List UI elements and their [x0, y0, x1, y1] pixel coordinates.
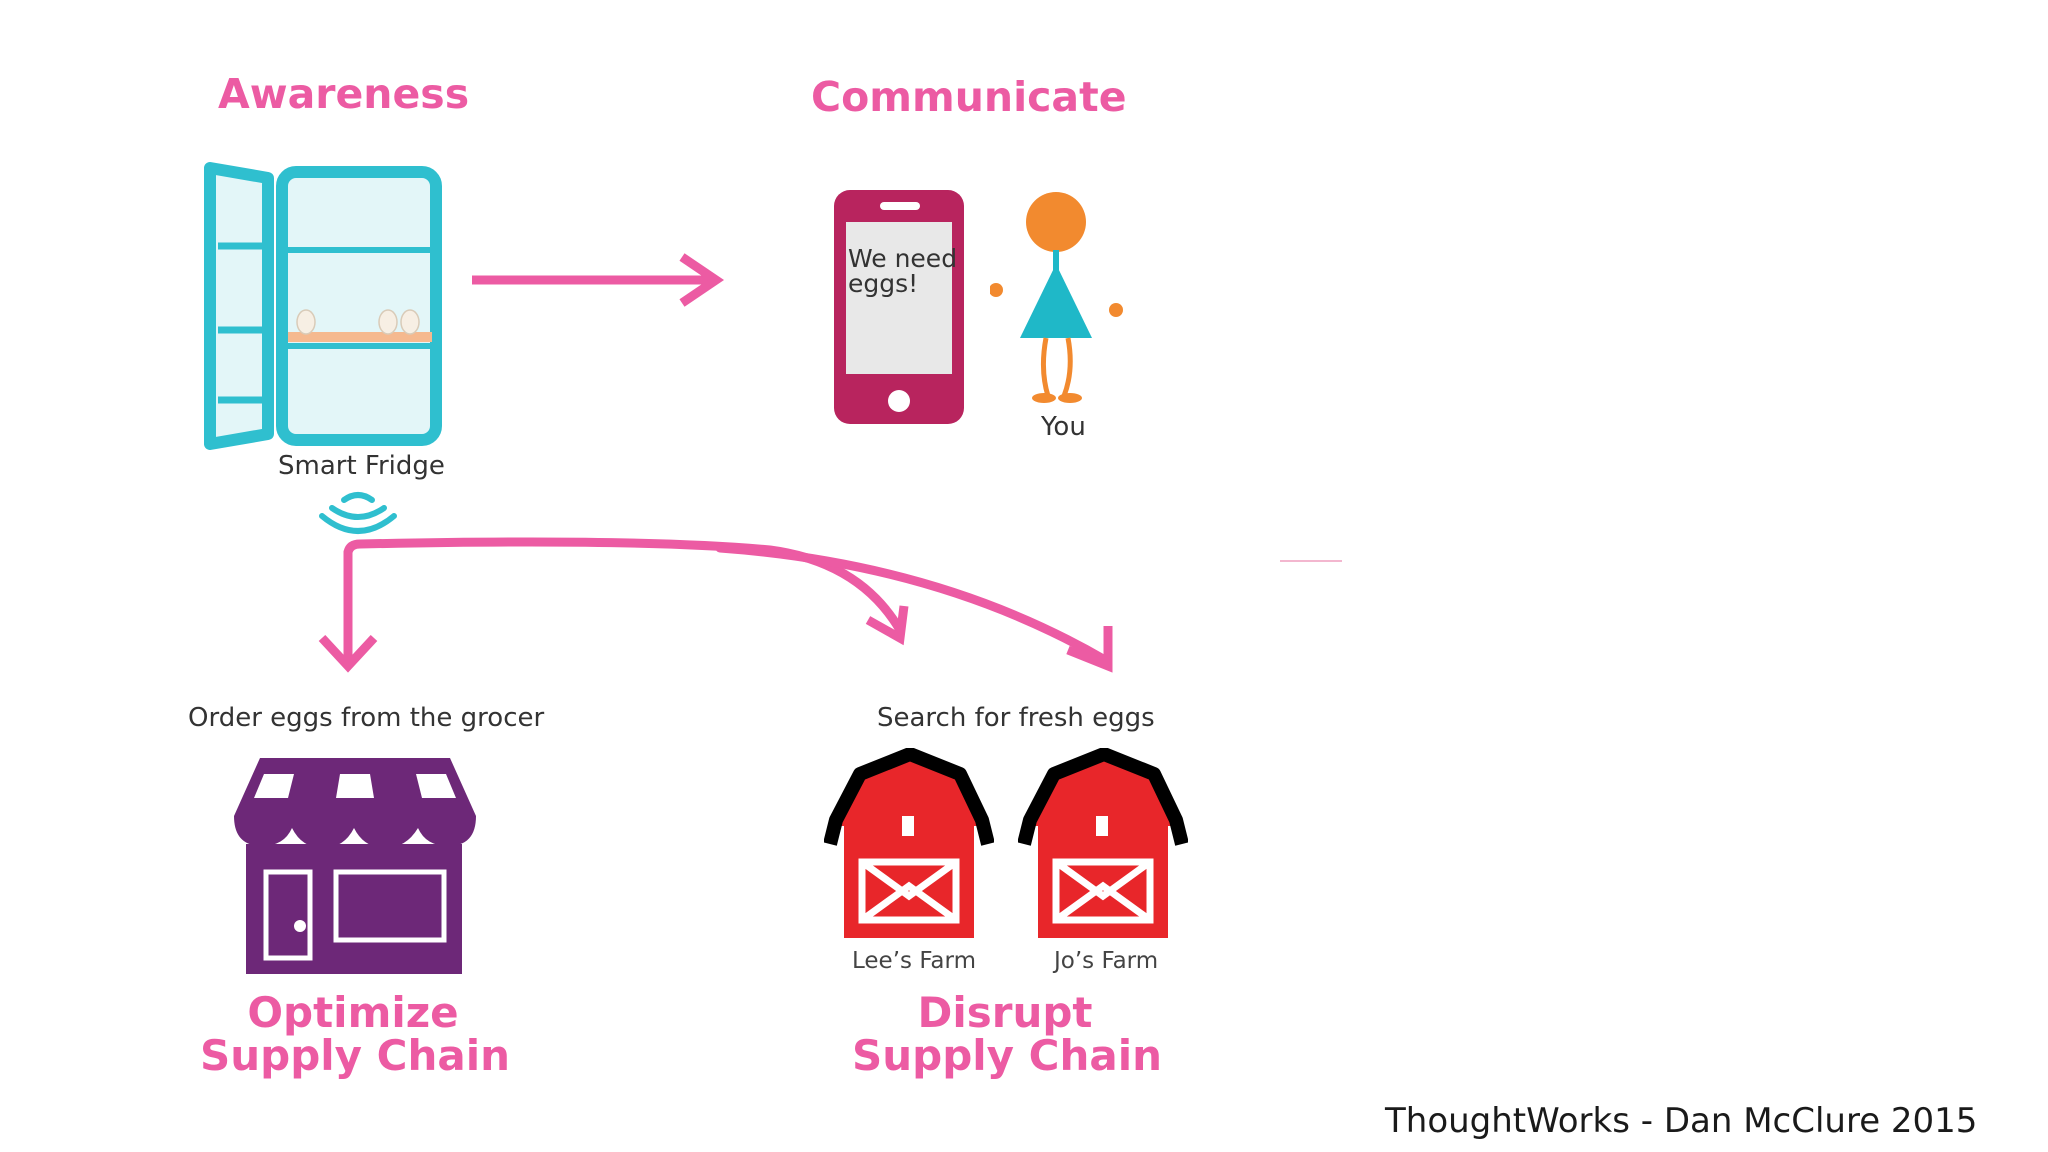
person-label: You: [1041, 412, 1086, 442]
branch-arrows: [318, 537, 1113, 673]
heading-awareness: Awareness: [218, 70, 470, 118]
smartphone-icon: [834, 190, 964, 424]
outcome-optimize-line1: Optimize: [247, 988, 459, 1037]
phone-message: We need eggs!: [848, 244, 958, 298]
fridge-icon: [204, 162, 442, 450]
divider-mark: [1280, 560, 1342, 562]
fridge-label: Smart Fridge: [278, 451, 445, 481]
barn-icon: [824, 748, 994, 938]
arrow-to-communicate: [472, 253, 725, 307]
outcome-disrupt-line1: Disrupt: [917, 988, 1093, 1037]
person-icon: [990, 192, 1123, 403]
farms-caption: Search for fresh eggs: [877, 703, 1155, 733]
outcome-optimize: Optimize Supply Chain: [200, 988, 511, 1080]
grocer-caption: Order eggs from the grocer: [188, 703, 545, 733]
credit-text: ThoughtWorks - Dan McClure 2015: [1385, 1101, 1978, 1141]
outcome-disrupt: Disrupt Supply Chain: [852, 988, 1163, 1080]
barn-icon: [1018, 748, 1188, 938]
farm-label-lee: Lee’s Farm: [852, 948, 976, 974]
heading-communicate: Communicate: [811, 73, 1127, 121]
wireless-signal-icon: [319, 492, 397, 534]
outcome-disrupt-line2: Supply Chain: [852, 1030, 1163, 1080]
outcome-optimize-line2: Supply Chain: [200, 1030, 511, 1080]
farm-label-jo: Jo’s Farm: [1054, 948, 1159, 974]
storefront-icon: [234, 758, 476, 974]
